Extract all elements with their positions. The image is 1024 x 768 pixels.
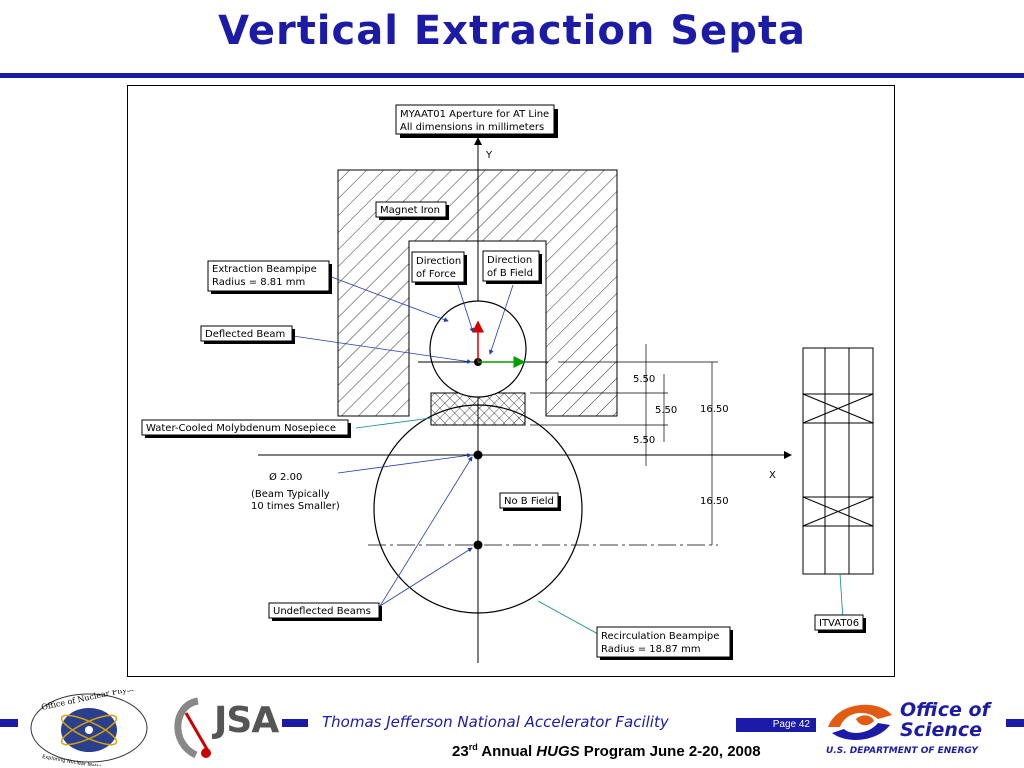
program-line: 23rd Annual HUGS Program June 2-20, 2008 — [452, 742, 761, 760]
svg-text:Radius = 8.81 mm: Radius = 8.81 mm — [212, 277, 305, 288]
svg-text:Water-Cooled Molybdenum Nosepi: Water-Cooled Molybdenum Nosepiece — [146, 423, 336, 434]
page-number: Page 42 — [736, 718, 816, 732]
x-axis-label: X — [769, 470, 776, 481]
dimension-total-upper: 16.50 — [700, 404, 729, 415]
dimension-lines — [530, 344, 718, 545]
callout-nosepiece: Water-Cooled Molybdenum Nosepiece — [141, 419, 351, 438]
title-divider — [0, 73, 1024, 78]
diameter-label: Ø 2.00 — [269, 471, 302, 483]
doe-label: U.S. DEPARTMENT OF ENERGY — [826, 746, 978, 756]
callout-deflected: Deflected Beam — [200, 325, 295, 344]
teal-leaders — [355, 417, 844, 635]
callout-magnet: Magnet Iron — [375, 201, 449, 220]
footer-bar-left — [0, 719, 18, 727]
magnet-iron — [337, 169, 618, 417]
beam-note-line2: 10 times Smaller) — [251, 501, 340, 512]
jsa-logo — [174, 697, 211, 759]
svg-text:of B Field: of B Field — [487, 268, 533, 279]
svg-text:Recirculation Beampipe: Recirculation Beampipe — [601, 631, 719, 642]
beam-dot-upper — [473, 450, 483, 460]
svg-text:Radius = 18.87 mm: Radius = 18.87 mm — [601, 644, 701, 655]
slide-title: Vertical Extraction Septa — [218, 8, 806, 54]
callout-header: MYAAT01 Aperture for AT Line All dimensi… — [395, 104, 558, 138]
office-of-science-logo — [824, 701, 896, 741]
jsa-logo-text: JSA — [214, 700, 279, 741]
facility-name: Thomas Jefferson National Accelerator Fa… — [322, 713, 669, 731]
svg-text:Magnet Iron: Magnet Iron — [380, 205, 440, 216]
y-axis-label: Y — [485, 150, 493, 161]
callout-field: Direction of B Field — [482, 250, 542, 284]
callout-no-field: No B Field — [499, 492, 561, 511]
dimension-total-lower: 16.50 — [700, 496, 729, 507]
itv-viewer — [802, 347, 874, 575]
footer-bar-mid — [282, 719, 308, 727]
callout-extraction: Extraction Beampipe Radius = 8.81 mm — [207, 260, 332, 294]
svg-text:Deflected Beam: Deflected Beam — [205, 329, 285, 340]
leader-lines — [292, 269, 514, 607]
svg-text:Direction: Direction — [416, 256, 461, 267]
svg-text:Undeflected Beams: Undeflected Beams — [273, 606, 371, 617]
svg-text:ITVAT06: ITVAT06 — [819, 618, 859, 629]
dimension-upper: 5.50 — [633, 374, 655, 385]
footer-bar-right — [1006, 719, 1024, 727]
callout-itv: ITVAT06 — [814, 614, 866, 633]
svg-text:Direction: Direction — [487, 255, 532, 266]
beam-note-line1: (Beam Typically — [251, 489, 330, 500]
header-line1: MYAAT01 Aperture for AT Line — [400, 109, 549, 120]
nuclear-physics-logo: Office of Nuclear Physics Exploring Nucl… — [30, 690, 148, 766]
svg-text:of Force: of Force — [416, 269, 456, 280]
septa-diagram: Y X 5.50 5.50 5.50 16.50 16.50 — [127, 85, 895, 677]
callout-undeflected: Undeflected Beams — [268, 602, 382, 621]
header-line2: All dimensions in millimeters — [400, 122, 544, 133]
dimension-middle: 5.50 — [655, 405, 677, 416]
svg-text:Extraction Beampipe: Extraction Beampipe — [212, 264, 317, 275]
diagram-canvas: Y X 5.50 5.50 5.50 16.50 16.50 — [141, 104, 874, 663]
callout-force: Direction of Force — [411, 251, 467, 285]
recirculation-beampipe — [373, 404, 583, 614]
dimension-lower: 5.50 — [633, 435, 655, 446]
callout-recirculation: Recirculation Beampipe Radius = 18.87 mm — [596, 626, 733, 660]
svg-text:No B Field: No B Field — [504, 496, 554, 507]
